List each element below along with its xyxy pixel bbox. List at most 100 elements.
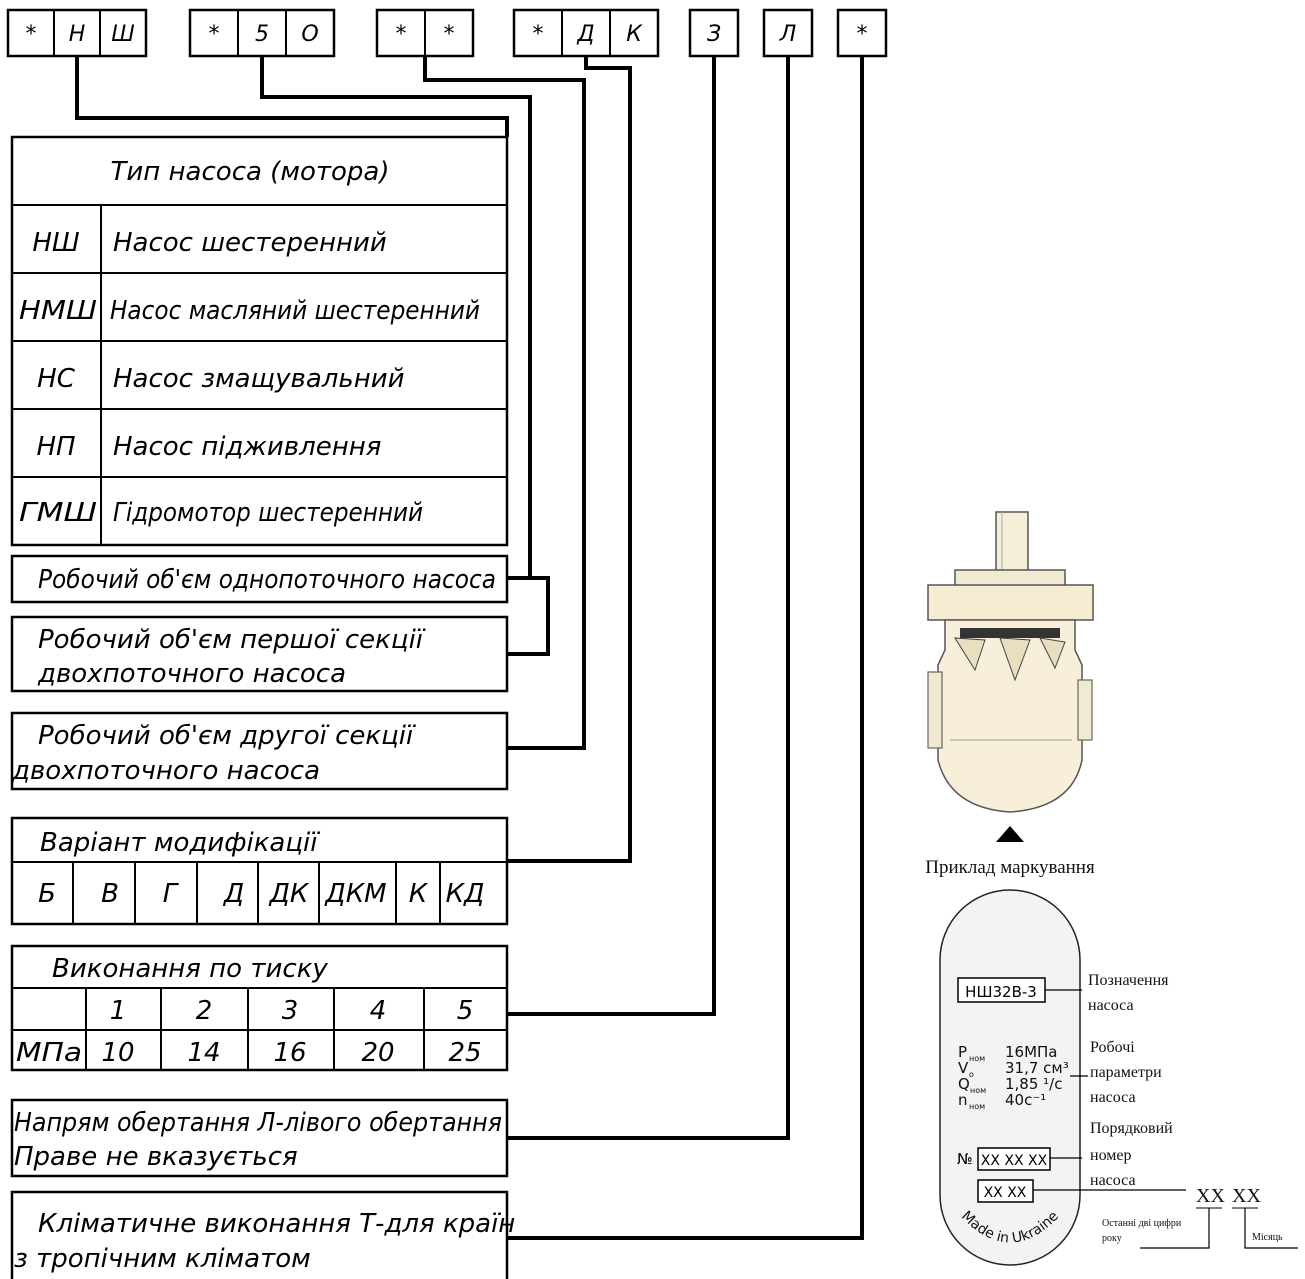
modification-item: Б — [38, 879, 56, 909]
date-year: XX — [1196, 1185, 1225, 1207]
callout-serial-3: насоса — [1090, 1172, 1136, 1189]
pressure-value: 14 — [187, 1038, 220, 1068]
pump-type-desc: Насос шестеренний — [113, 228, 387, 258]
pressure-value: 10 — [101, 1038, 134, 1068]
pump-type-title: Тип насоса (мотора) — [111, 157, 390, 187]
param-value: 16МПа — [1005, 1043, 1058, 1061]
pump-illustration — [927, 511, 1094, 842]
pump-type-desc: Гідромотор шестеренний — [113, 498, 423, 528]
single-volume-label: Робочий об'єм однопоточного насоса — [38, 565, 496, 595]
second-section-line1: Робочий об'єм другої секції — [38, 721, 416, 751]
code-cell: Н — [69, 22, 86, 47]
code-group-4: * Д К — [512, 8, 660, 58]
single-volume-box: Робочий об'єм однопоточного насоса — [10, 554, 509, 604]
code-cell: * — [857, 22, 868, 47]
first-section-box: Робочий об'єм першої секції двохпоточног… — [10, 615, 509, 693]
modification-item: Г — [163, 879, 180, 909]
pressure-value: 16 — [273, 1038, 306, 1068]
code-cell: * — [209, 22, 220, 47]
param-name: P — [958, 1043, 967, 1061]
modification-title: Варіант модифікації — [40, 828, 320, 858]
param-value: 31,7 см³ — [1005, 1059, 1069, 1077]
pump-type-code: НП — [36, 432, 75, 462]
pressure-code: 5 — [457, 996, 474, 1026]
code-group-6: Л — [762, 8, 814, 58]
param-name: Q — [958, 1075, 970, 1093]
code-cell: * — [444, 22, 455, 47]
pump-type-table: Тип насоса (мотора) НШ Насос шестеренний… — [10, 135, 509, 547]
pump-type-desc: Насос змащувальний — [113, 364, 404, 394]
code-group-2: * 5 О — [188, 8, 336, 58]
code-cell: * — [396, 22, 407, 47]
code-cell: К — [626, 22, 643, 47]
modification-item: К — [409, 879, 429, 909]
code-group-3: * * — [375, 8, 475, 58]
code-group-1: * Н Ш — [6, 8, 148, 58]
pressure-value: 20 — [361, 1038, 394, 1068]
climate-line2: з тропічним кліматом — [14, 1244, 311, 1274]
modification-item: ДКМ — [324, 879, 386, 909]
param-sub: о — [969, 1070, 974, 1079]
modification-table: Варіант модифікації Б В Г Д ДК ДКМ К КД — [10, 816, 509, 926]
modification-item: Д — [223, 879, 244, 909]
serial-prefix: № — [957, 1150, 973, 1168]
code-cell: Д — [576, 22, 594, 47]
pump-type-desc: Насос підживлення — [113, 432, 381, 462]
pressure-code: 3 — [282, 996, 299, 1026]
plate-model: НШ32В-3 — [965, 983, 1037, 1001]
pressure-code: 2 — [196, 996, 213, 1026]
nameplate: НШ32В-3 P ном 16МПа V о 31,7 см³ Q ном 1… — [939, 889, 1186, 1266]
first-section-line2: двохпоточного насоса — [37, 659, 346, 689]
param-sub: ном — [969, 1054, 985, 1063]
callouts: Позначення насоса Робочі параметри насос… — [1088, 972, 1173, 1189]
param-sub: ном — [970, 1086, 986, 1095]
example-caption: Приклад маркування — [925, 857, 1095, 878]
pump-type-desc: Насос масляний шестеренний — [110, 296, 480, 326]
rotation-box: Напрям обертання Л-лівого обертання Прав… — [10, 1098, 509, 1178]
modification-item: В — [101, 879, 119, 909]
code-cell: 5 — [255, 22, 269, 47]
plate-date: XX XX — [984, 1185, 1027, 1201]
modification-item: ДК — [269, 879, 310, 909]
param-name: V — [958, 1059, 969, 1077]
plate-serial: XX XX XX — [981, 1153, 1048, 1169]
code-cell: Ш — [111, 22, 135, 47]
callout-params-2: параметри — [1090, 1064, 1162, 1081]
code-cell: * — [26, 22, 37, 47]
code-cell: З — [707, 22, 721, 47]
month-note: Місяць — [1252, 1232, 1283, 1243]
callout-params-1: Робочі — [1090, 1039, 1135, 1056]
pump-type-code: НС — [37, 364, 76, 394]
date-month: XX — [1232, 1185, 1261, 1207]
first-section-line1: Робочий об'єм першої секції — [38, 625, 426, 655]
pressure-code: 4 — [370, 996, 387, 1026]
callout-serial-2: номер — [1090, 1147, 1131, 1164]
pressure-code: 1 — [110, 996, 127, 1026]
callout-serial-1: Порядковий — [1090, 1120, 1173, 1137]
connector-lines — [75, 56, 864, 1240]
climate-line1: Кліматичне виконання Т-для країн — [38, 1209, 515, 1239]
code-group-5: З — [688, 8, 740, 58]
second-section-line2: двохпоточного насоса — [11, 756, 320, 786]
pressure-title: Виконання по тиску — [52, 954, 328, 984]
second-section-box: Робочий об'єм другої секції двохпоточног… — [10, 711, 509, 791]
code-cell: Л — [779, 22, 797, 47]
climate-box: Кліматичне виконання Т-для країн з тропі… — [10, 1190, 515, 1279]
date-expansion: XX XX Останні дві цифри року Місяць — [1102, 1185, 1298, 1249]
param-value: 1,85 ¹/с — [1005, 1075, 1062, 1093]
year-note-line1: Останні дві цифри — [1102, 1218, 1182, 1229]
pump-type-code: НМШ — [19, 296, 97, 326]
rotation-line1: Напрям обертання Л-лівого обертання — [14, 1108, 502, 1138]
rotation-line2: Праве не вказується — [14, 1142, 298, 1172]
year-note-line2: року — [1102, 1233, 1122, 1244]
callout-designation-1: Позначення — [1088, 972, 1169, 989]
pressure-table: Виконання по тиску 1 2 3 4 5 МПа 10 14 1… — [10, 944, 509, 1072]
modification-item: КД — [446, 879, 485, 909]
pressure-unit: МПа — [16, 1038, 82, 1068]
pressure-value: 25 — [448, 1038, 481, 1068]
callout-params-3: насоса — [1090, 1089, 1136, 1106]
pump-type-code: ГМШ — [19, 498, 97, 528]
pump-type-code: НШ — [32, 228, 80, 258]
param-sub: ном — [969, 1102, 985, 1111]
